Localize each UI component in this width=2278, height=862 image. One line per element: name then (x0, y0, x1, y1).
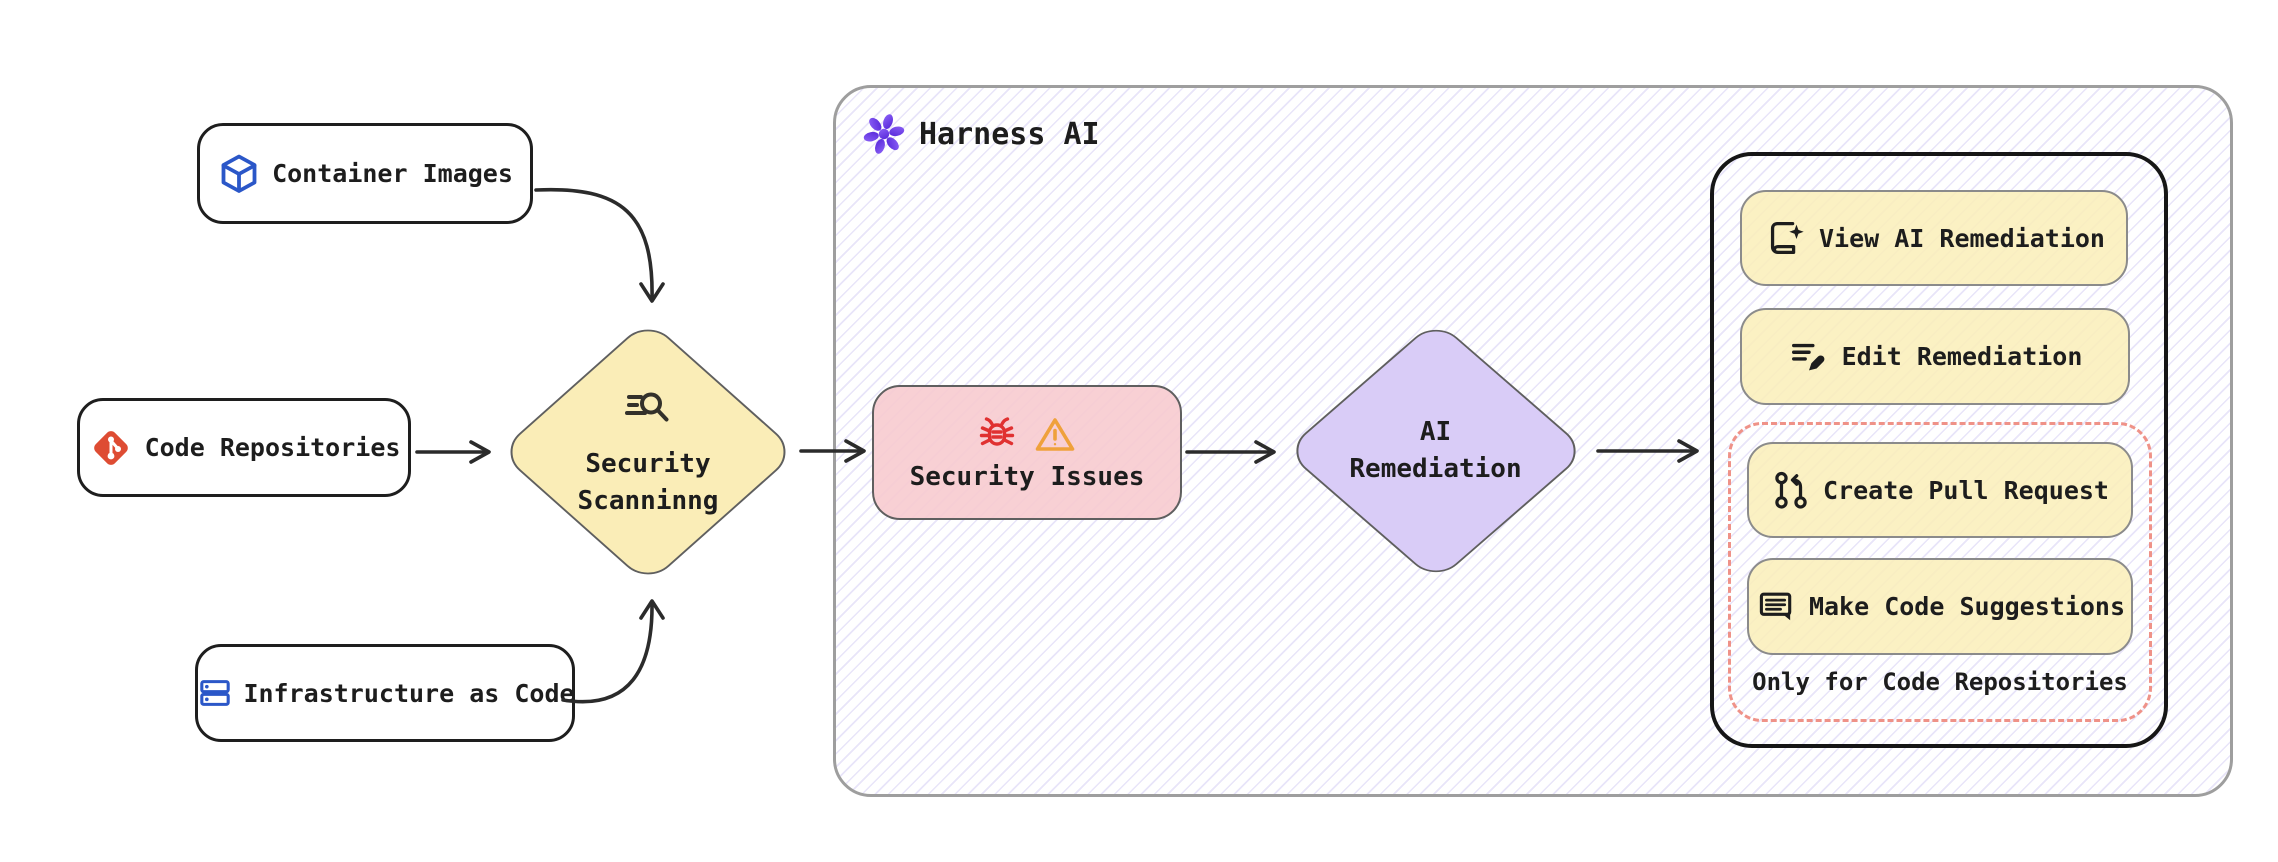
edit-remediation-icon (1788, 335, 1830, 379)
harness-ai-title: Harness AI (919, 116, 1100, 152)
repo-only-note: Only for Code Repositories (1752, 668, 2128, 696)
git-icon (88, 425, 134, 471)
create-pull-request-button[interactable]: Create Pull Request (1747, 442, 2133, 538)
bug-icon (977, 414, 1017, 454)
node-security-issues[interactable]: Security Issues (872, 385, 1182, 520)
node-label: Code Repositories (144, 433, 401, 462)
node-label: Container Images (272, 159, 513, 188)
diamond-label: AI Remediation (1349, 416, 1522, 484)
server-stack-icon (195, 671, 235, 715)
node-security-scanning[interactable]: Security Scanninng (498, 318, 798, 586)
make-code-suggestions-button[interactable]: Make Code Suggestions (1747, 558, 2133, 655)
view-ai-remediation-button[interactable]: View AI Remediation (1740, 190, 2128, 286)
scan-search-icon (621, 388, 675, 432)
node-code-repositories[interactable]: Code Repositories (77, 398, 411, 497)
button-label: Edit Remediation (1841, 342, 2083, 371)
remediation-actions-panel[interactable] (1710, 152, 2168, 748)
node-ai-remediation[interactable]: AI Remediation (1283, 318, 1588, 583)
harness-ai-label: Harness AI (862, 112, 1100, 156)
node-container-images[interactable]: Container Images (197, 123, 533, 224)
warning-icon (1033, 414, 1077, 454)
edit-remediation-button[interactable]: Edit Remediation (1740, 308, 2130, 405)
button-label: Create Pull Request (1823, 475, 2109, 505)
pull-request-icon (1771, 468, 1811, 512)
repo-only-group (1728, 422, 2152, 722)
arrow-container-images-to-scanning (534, 187, 654, 302)
security-issues-label: Security Issues (909, 461, 1145, 492)
button-label: Make Code Suggestions (1808, 592, 2126, 621)
arrow-iac-to-scanning (561, 600, 654, 704)
cube-icon (217, 152, 261, 196)
code-suggestions-icon (1755, 586, 1797, 628)
harness-ai-icon (862, 112, 906, 156)
diamond-label: Security Scanninng (577, 449, 719, 516)
button-label: View AI Remediation (1819, 223, 2105, 253)
node-label: Infrastructure as Code (243, 678, 575, 708)
view-remediation-icon (1763, 216, 1807, 260)
node-infrastructure-as-code[interactable]: Infrastructure as Code (195, 644, 575, 742)
